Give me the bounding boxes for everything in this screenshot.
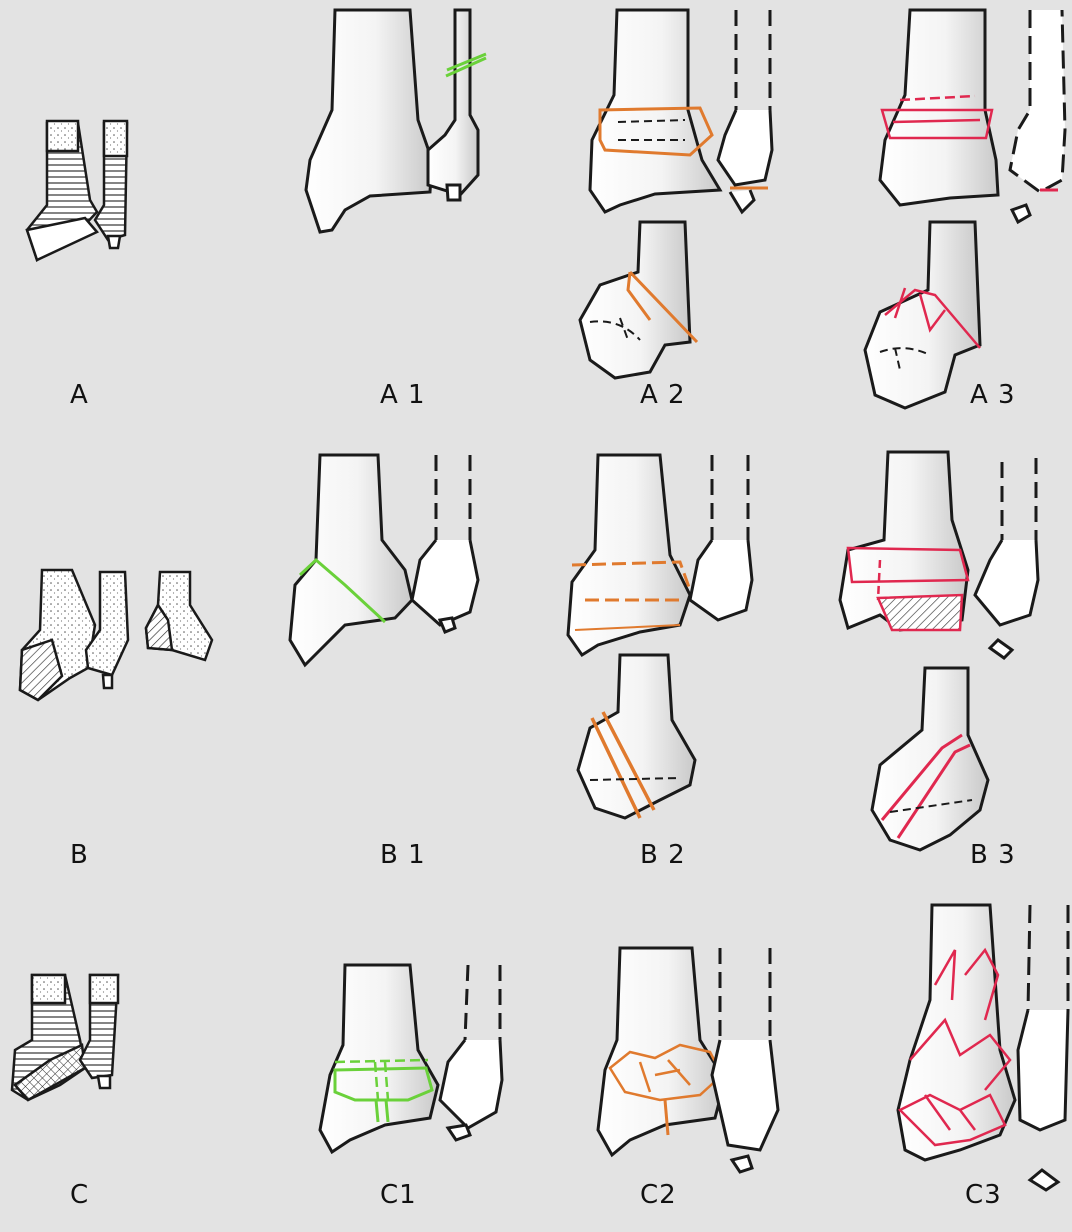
label-c1: C1	[380, 1180, 417, 1210]
drawing-c1	[320, 965, 502, 1152]
label-a1: A 1	[380, 380, 426, 410]
drawing-c3	[898, 905, 1068, 1190]
drawing-b1	[290, 455, 478, 665]
drawing-a1	[306, 10, 486, 232]
drawing-c2	[598, 948, 778, 1172]
label-b: B	[70, 840, 89, 870]
schematic-c	[12, 975, 118, 1100]
schematic-a	[27, 121, 127, 260]
label-c: C	[70, 1180, 89, 1210]
schematic-b	[20, 570, 212, 700]
drawing-a3	[865, 10, 1065, 408]
drawing-b2	[568, 455, 752, 818]
label-a3: A 3	[970, 380, 1016, 410]
label-b3: B 3	[970, 840, 1016, 870]
drawing-a2	[580, 10, 772, 378]
label-c2: C2	[640, 1180, 677, 1210]
label-b2: B 2	[640, 840, 686, 870]
label-b1: B 1	[380, 840, 426, 870]
label-a2: A 2	[640, 380, 686, 410]
label-a: A	[70, 380, 89, 410]
drawing-b3	[840, 452, 1038, 850]
label-c3: C3	[965, 1180, 1002, 1210]
